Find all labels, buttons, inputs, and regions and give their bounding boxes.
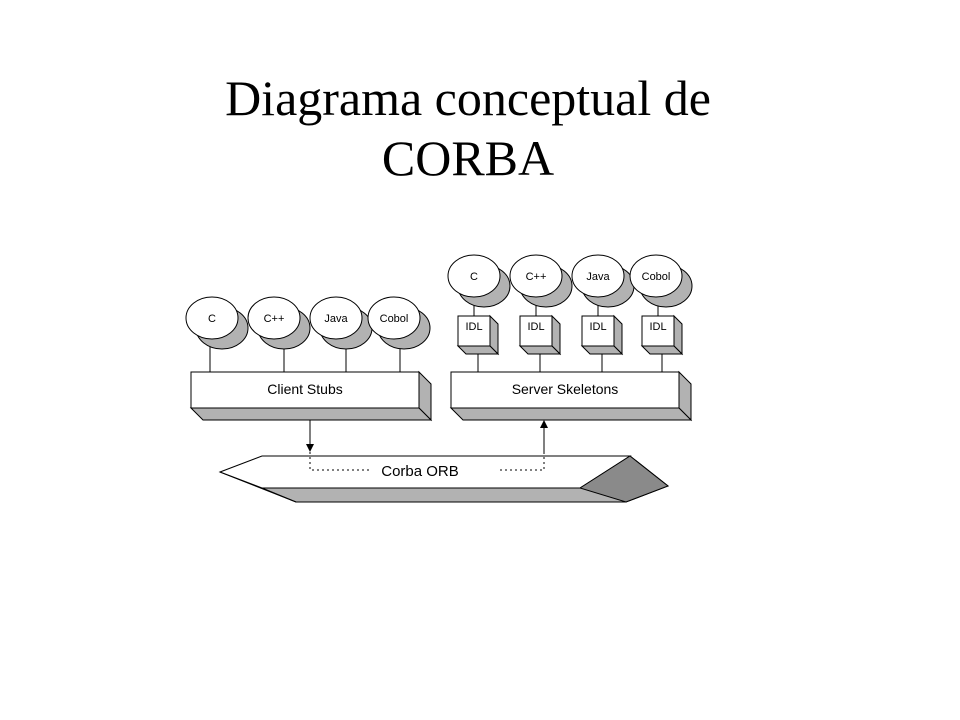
server-skeletons-label: Server Skeletons [512, 381, 619, 397]
client-to-orb-arrow [306, 420, 314, 452]
server-idl-box-3: IDL [580, 314, 624, 372]
idl-label: IDL [465, 321, 482, 333]
idl-label: IDL [589, 321, 606, 333]
client-lang-c: C [185, 296, 249, 372]
server-idl-box-1: IDL [456, 314, 500, 372]
server-lang-cobol: Cobol [629, 254, 693, 316]
server-idl-box-2: IDL [518, 314, 562, 372]
server-skeletons-box: Server Skeletons [449, 370, 693, 422]
idl-label: IDL [649, 321, 666, 333]
server-lang-label: Java [586, 271, 610, 283]
client-lang-label: C++ [264, 313, 285, 325]
server-lang-label: C++ [526, 271, 547, 283]
client-lang-label: Java [324, 313, 348, 325]
server-lang-cpp: C++ [509, 254, 573, 316]
server-lang-c: C [447, 254, 511, 316]
client-lang-label: Cobol [380, 313, 409, 325]
corba-orb-label: Corba ORB [381, 463, 459, 480]
client-lang-label: C [208, 313, 216, 325]
title-line-2: CORBA [381, 130, 555, 186]
orb-to-server-arrow [540, 420, 548, 452]
client-lang-java: Java [309, 296, 373, 372]
client-stubs-box: Client Stubs [189, 370, 433, 422]
server-lang-label: Cobol [642, 271, 671, 283]
slide-title: Diagrama conceptual de CORBA [0, 68, 936, 188]
server-lang-label: C [470, 271, 478, 283]
server-idl-box-4: IDL [640, 314, 684, 372]
client-stubs-label: Client Stubs [267, 381, 342, 397]
title-line-1: Diagrama conceptual de [225, 70, 711, 126]
orb-dotted-path [309, 452, 545, 471]
client-lang-cobol: Cobol [367, 296, 431, 372]
idl-label: IDL [527, 321, 544, 333]
corba-orb-bar: Corba ORB [218, 455, 670, 503]
server-lang-java: Java [571, 254, 635, 316]
client-lang-cpp: C++ [247, 296, 311, 372]
